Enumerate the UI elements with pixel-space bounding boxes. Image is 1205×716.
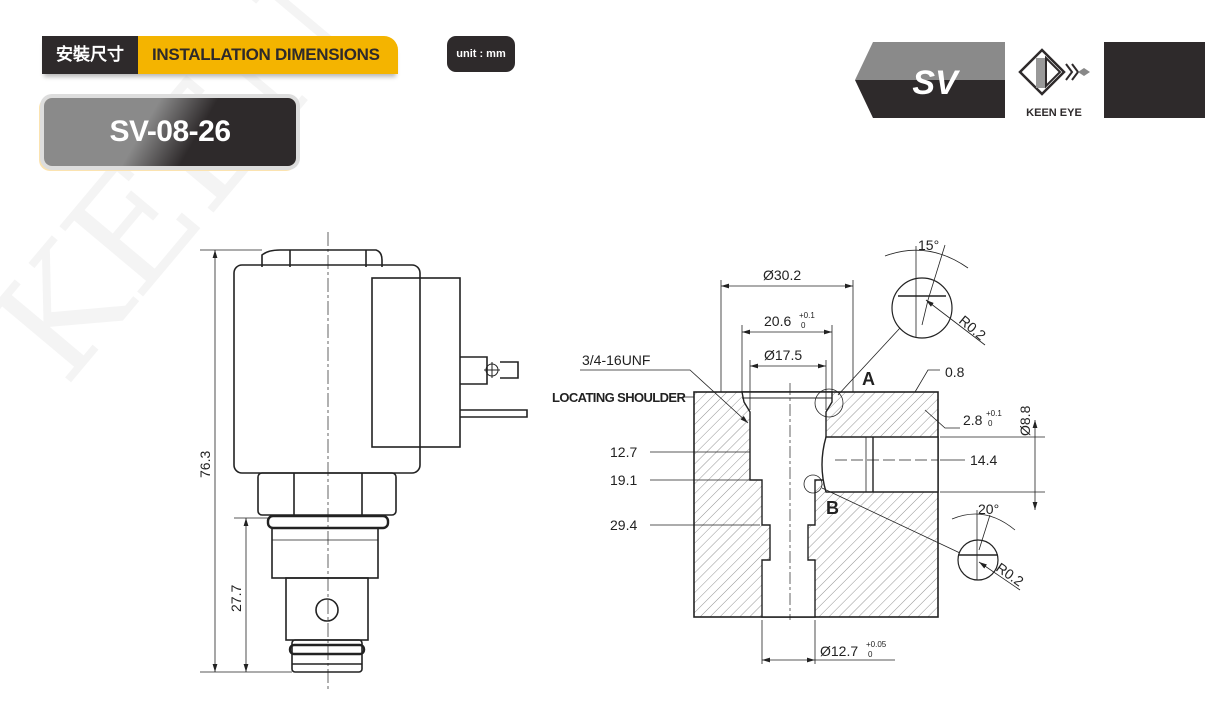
- series-badge: SV: [855, 42, 1005, 118]
- series-label: SV: [912, 64, 961, 102]
- section-header: 安裝尺寸 INSTALLATION DIMENSIONS: [42, 36, 398, 74]
- locating-shoulder-label: LOCATING SHOULDER: [552, 390, 686, 405]
- keen-eye-logo: KEEN EYE: [1018, 48, 1090, 119]
- dim-0-8: 0.8: [945, 364, 965, 380]
- dim-2-8: 2.8: [963, 412, 983, 428]
- tol-20-6-lower: 0: [801, 321, 806, 330]
- dim-dia-12-7: Ø12.7: [820, 643, 858, 659]
- tol-20-6-upper: +0.1: [799, 311, 815, 320]
- dim-12-7: 12.7: [610, 444, 637, 460]
- dim-dia-8-8: Ø8.8: [1017, 405, 1033, 436]
- logo-text: KEEN EYE: [1026, 107, 1082, 119]
- detail-a-label: A: [862, 369, 875, 389]
- model-label: SV-08-26: [44, 98, 296, 166]
- section-title-cn: 安裝尺寸: [42, 36, 138, 74]
- dim-19-1: 19.1: [610, 472, 637, 488]
- tol-2-8-upper: +0.1: [986, 409, 1002, 418]
- valve-side-view: [200, 232, 528, 690]
- unit-badge: unit : mm: [447, 36, 515, 72]
- dim-cartridge-length: 27.7: [228, 585, 244, 612]
- tol-12-7-upper: +0.05: [866, 640, 887, 649]
- radius-detail-a: R0.2: [956, 312, 989, 343]
- dim-dia-17-5: Ø17.5: [764, 347, 802, 363]
- dim-20-6: 20.6: [764, 313, 791, 329]
- dim-29-4: 29.4: [610, 517, 637, 533]
- dim-overall-length: 76.3: [197, 451, 213, 478]
- angle-detail-b: 20°: [978, 501, 999, 517]
- cavity-section: [580, 244, 1045, 664]
- tol-2-8-lower: 0: [988, 419, 993, 428]
- thread-label: 3/4-16UNF: [582, 352, 650, 368]
- detail-b-label: B: [826, 498, 839, 518]
- tol-12-7-lower: 0: [868, 650, 873, 659]
- dim-14-4: 14.4: [970, 452, 997, 468]
- brand-block: [1104, 42, 1205, 118]
- section-title-en: INSTALLATION DIMENSIONS: [138, 36, 398, 74]
- radius-detail-b: R0.2: [993, 559, 1027, 589]
- dim-dia-30-2: Ø30.2: [763, 267, 801, 283]
- angle-detail-a: 15°: [918, 237, 939, 253]
